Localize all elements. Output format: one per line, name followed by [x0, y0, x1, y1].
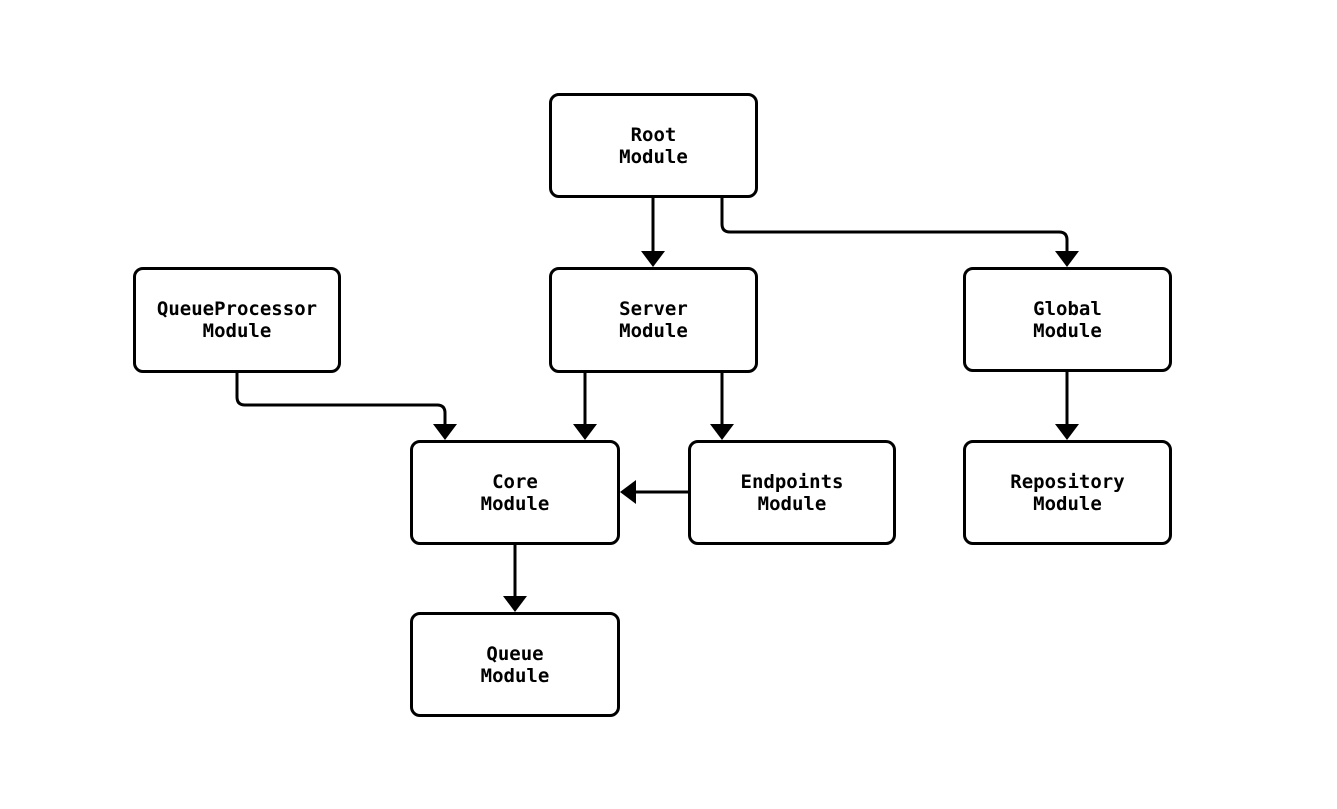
- node-repository-label-line: Module: [1033, 492, 1102, 515]
- node-server-label-line: Server: [619, 298, 688, 320]
- edge-root-global: [720, 198, 1069, 251]
- arrowhead-icon-queueprocessor-core: [433, 424, 457, 440]
- arrowhead-icon-server-endpoints: [710, 424, 734, 440]
- node-queueprocessor-label-line: Module: [202, 320, 272, 342]
- node-queue-label-line: Queue: [486, 642, 544, 665]
- node-root-label-line: Root: [630, 123, 677, 146]
- node-server-label-line: Module: [619, 320, 688, 342]
- node-global-label-line: Module: [1033, 319, 1102, 342]
- arrowhead-icon-root-server: [641, 251, 665, 267]
- node-queueprocessor-label-line: QueueProcessor: [156, 298, 318, 320]
- node-root-label-line: Module: [619, 145, 688, 168]
- node-endpoints-label-line: Module: [757, 492, 827, 515]
- arrowhead-icon-root-global: [1055, 251, 1079, 267]
- arrowhead-icon-server-core: [573, 424, 597, 440]
- node-endpoints-label-line: Endpoints: [740, 470, 844, 493]
- node-queue-label-line: Module: [480, 664, 550, 687]
- arrowhead-icon-endpoints-core: [620, 480, 636, 504]
- edge-queueprocessor-core: [235, 373, 447, 424]
- arrowhead-icon-global-repository: [1055, 424, 1079, 440]
- node-core-label-line: Core: [492, 470, 538, 493]
- node-global-label-line: Global: [1033, 297, 1102, 320]
- node-repository-label-line: Repository: [1010, 470, 1125, 493]
- arrowhead-icon-core-queue: [503, 596, 527, 612]
- node-core-label-line: Module: [480, 492, 550, 515]
